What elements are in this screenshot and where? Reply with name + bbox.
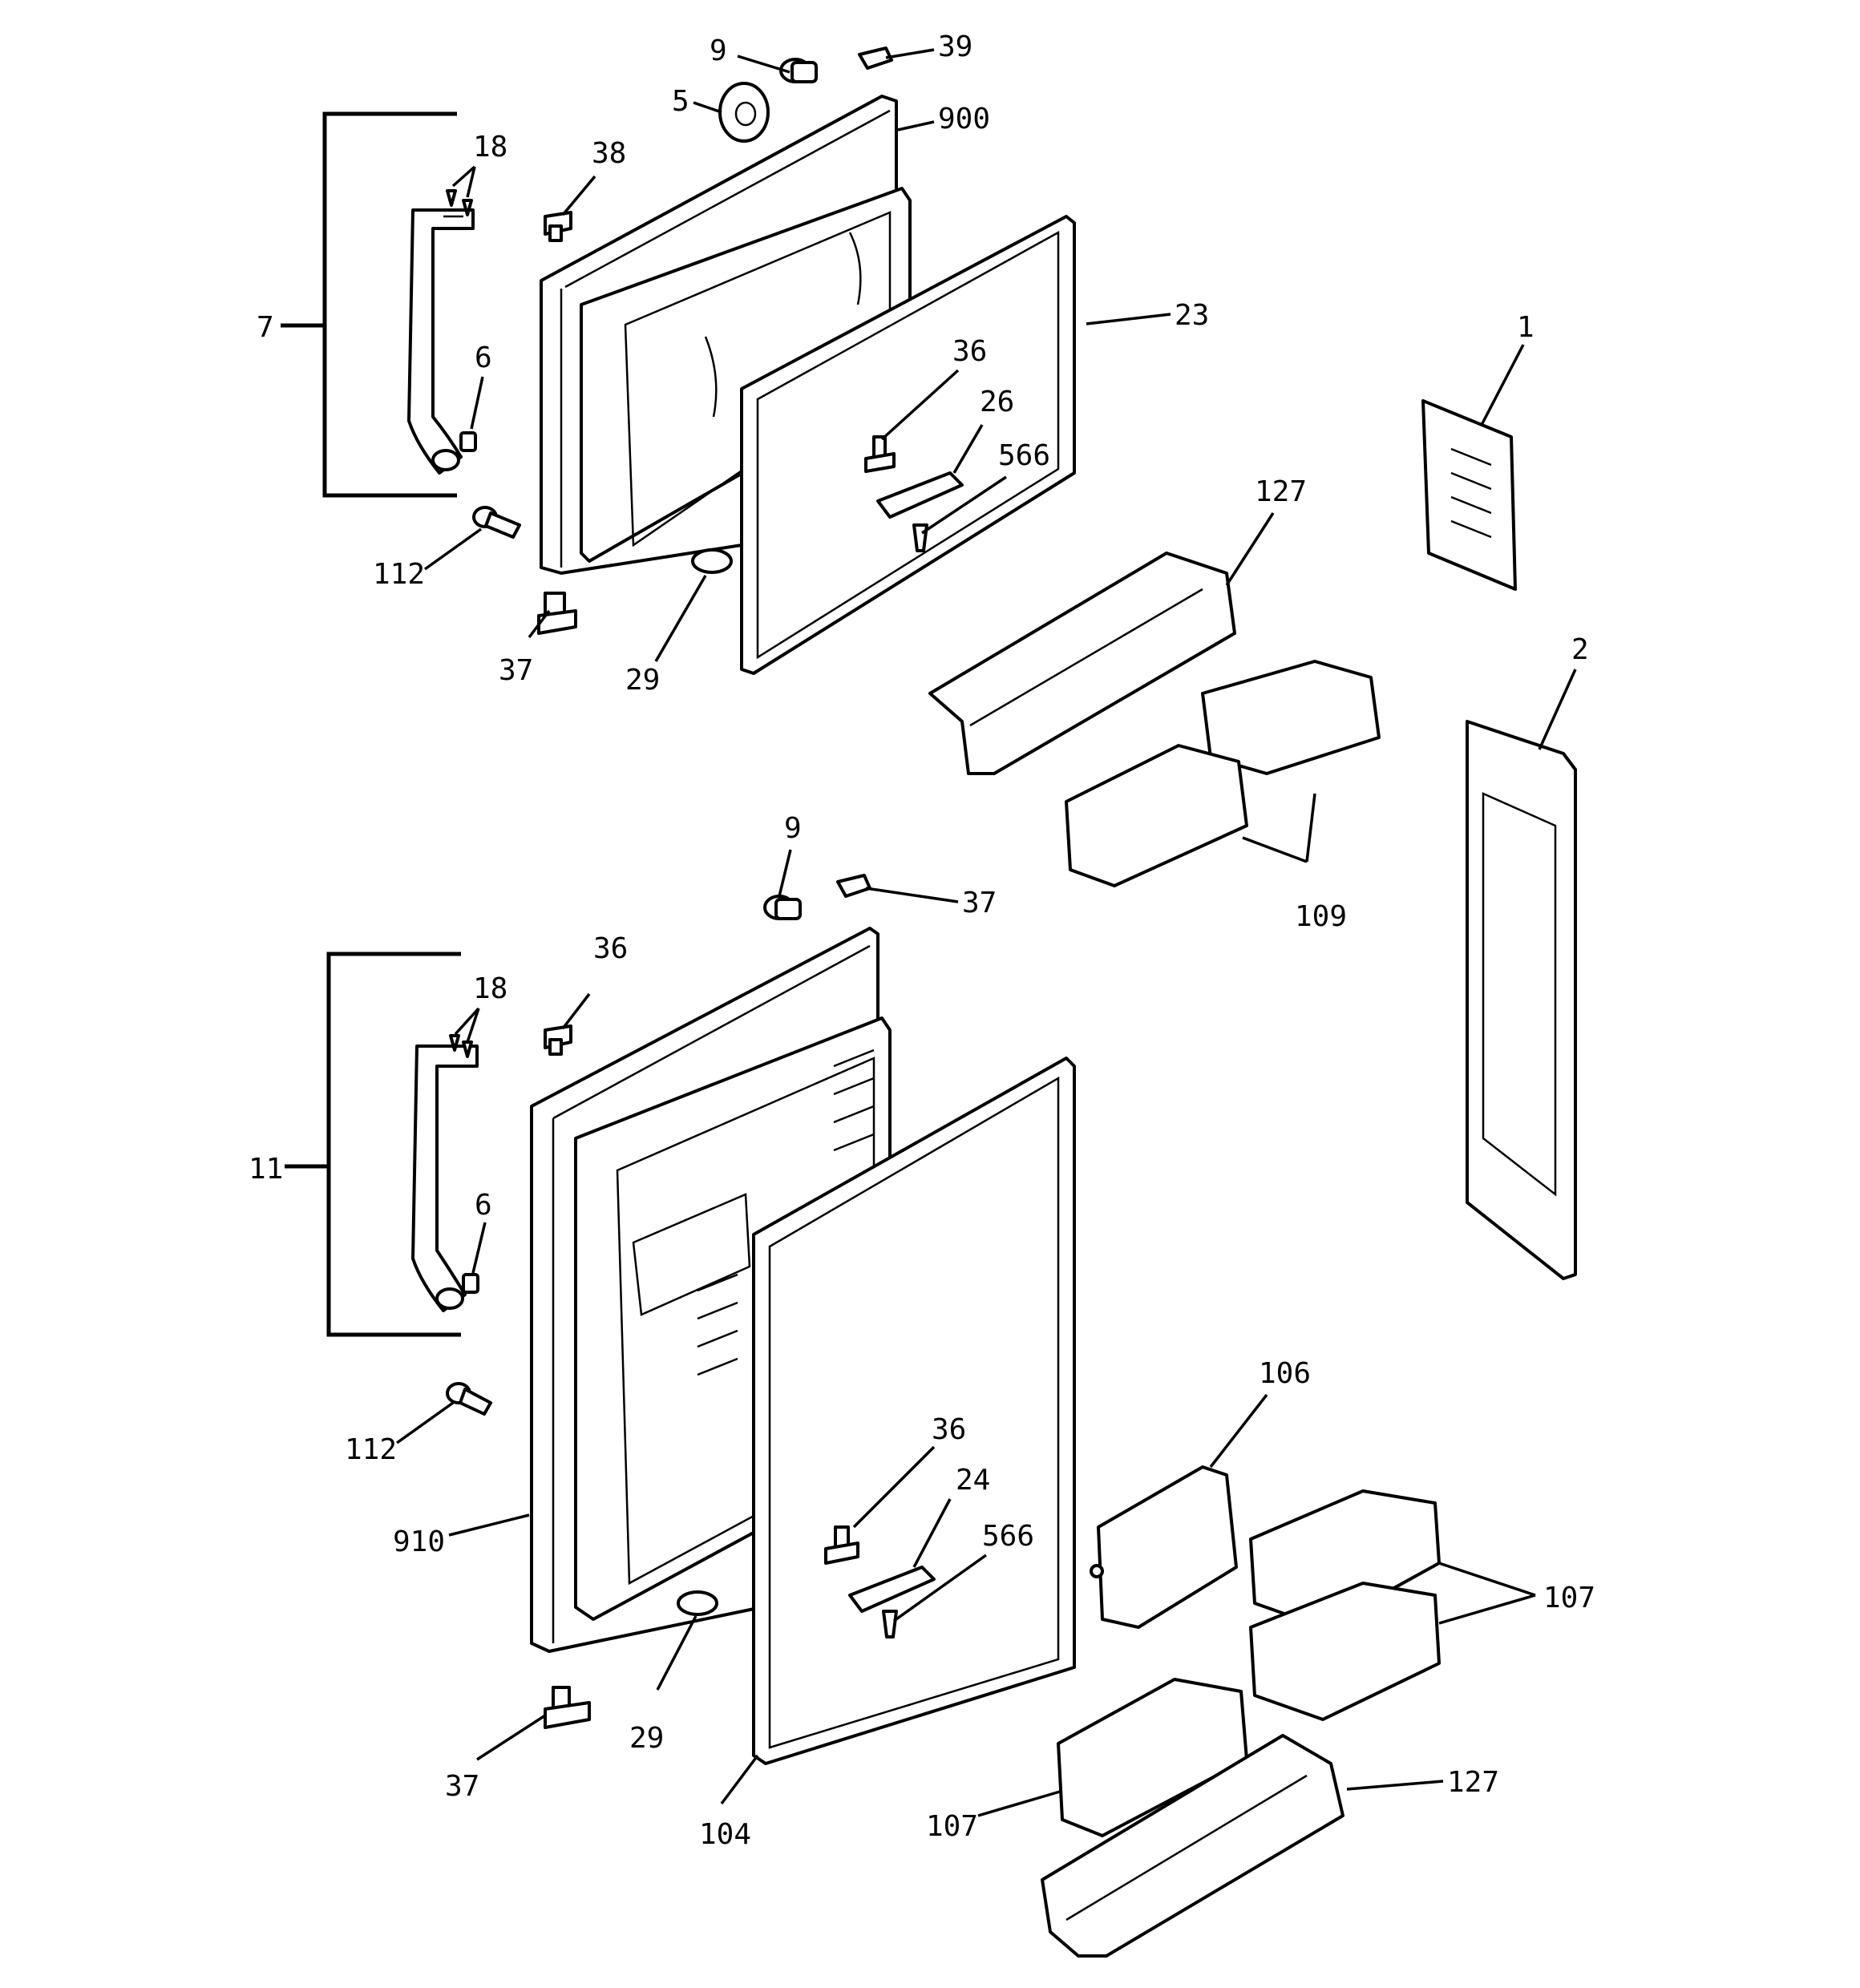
callout-labels: 7 18 6 112 37 38 9 5 39 900 23 36 26 566…: [249, 30, 1595, 1851]
label-6-lower: 6: [475, 1189, 492, 1222]
label-36-lower-right: 36: [932, 1413, 966, 1446]
hinge-bracket-36-left: [544, 1024, 572, 1056]
screws-upper: [446, 189, 473, 216]
hinge-bolt-lower: [763, 895, 802, 920]
label-2: 2: [1571, 633, 1589, 666]
fresh-food-gasket: [752, 1057, 1076, 1765]
freezer-gasket: [740, 215, 1076, 675]
label-18-upper: 18: [473, 131, 507, 164]
label-38: 38: [592, 137, 626, 170]
hinge-plate-24: [848, 1566, 936, 1613]
label-36-upper: 36: [952, 335, 987, 368]
label-37-lower-top: 37: [962, 887, 997, 919]
set-screw-upper: [459, 431, 477, 452]
label-6-upper: 6: [475, 341, 492, 374]
label-104: 104: [699, 1818, 751, 1851]
hinge-bracket-37-top: [836, 874, 871, 898]
label-18-lower: 18: [473, 972, 507, 1005]
label-7: 7: [257, 311, 274, 344]
label-107-left: 107: [926, 1810, 978, 1843]
label-1: 1: [1517, 311, 1534, 344]
set-screw-lower: [462, 1273, 479, 1294]
label-26: 26: [980, 386, 1014, 418]
cap-5: [718, 82, 770, 143]
door-panel: [1466, 720, 1577, 1280]
hinge-bracket-38: [544, 211, 572, 242]
door-bin-upper: [928, 552, 1236, 775]
label-5: 5: [672, 85, 689, 118]
label-11: 11: [249, 1153, 283, 1186]
leader-lines: [395, 48, 1577, 1817]
hinge-bracket-lower-upper: [537, 592, 577, 635]
bushing-lower: [677, 1590, 718, 1616]
door-bins-109: [1065, 660, 1381, 887]
label-109: 109: [1295, 900, 1347, 933]
label-127-lower: 127: [1447, 1766, 1499, 1799]
label-106: 106: [1259, 1357, 1311, 1390]
bracket-11: [285, 952, 461, 1337]
handle-upper: [407, 208, 475, 475]
label-566-lower: 566: [982, 1520, 1034, 1553]
label-566-upper: 566: [998, 439, 1050, 472]
hinge-pin-lower: [824, 1525, 859, 1565]
hinge-bracket-37-bottom: [544, 1686, 591, 1729]
label-9-lower: 9: [784, 812, 802, 845]
label-29-lower: 29: [629, 1722, 664, 1755]
label-37-lower-bottom: 37: [445, 1770, 479, 1803]
screw-lower: [882, 1610, 898, 1638]
label-107-right: 107: [1543, 1582, 1595, 1614]
owner-manual: [1421, 399, 1517, 591]
hinge-pin-upper: [864, 435, 896, 473]
label-127-upper: 127: [1255, 475, 1307, 508]
dairy-compartment-106: [1090, 1465, 1238, 1629]
label-36-lower-left: 36: [593, 932, 628, 965]
label-9-upper: 9: [710, 34, 727, 67]
label-112-upper: 112: [373, 558, 425, 591]
door-bin-lower: [1041, 1734, 1344, 1958]
bracket-7: [281, 111, 457, 498]
label-37-upper: 37: [499, 654, 533, 687]
label-39: 39: [938, 30, 972, 63]
label-900: 900: [938, 103, 990, 135]
label-24: 24: [956, 1464, 990, 1497]
label-29-upper: 29: [625, 664, 660, 697]
hinge-plate-26: [876, 471, 964, 519]
hinge-screw-lower: [446, 1382, 492, 1416]
label-23: 23: [1175, 299, 1209, 332]
door-bins-107-right: [1249, 1489, 1441, 1721]
screw-upper: [912, 523, 928, 552]
bushing-upper: [691, 548, 733, 574]
label-112-lower: 112: [345, 1433, 397, 1466]
label-910: 910: [393, 1525, 445, 1558]
hinge-screw-upper: [472, 506, 521, 539]
hinge-bracket-39: [858, 46, 893, 70]
handle-lower: [411, 1045, 479, 1312]
